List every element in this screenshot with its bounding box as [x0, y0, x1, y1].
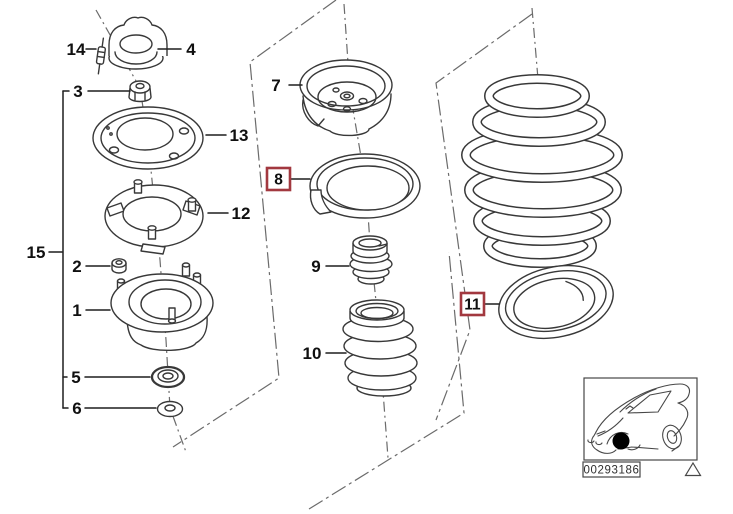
callout-8-highlight-box[interactable]	[265, 166, 292, 192]
callout-12[interactable]: 12	[232, 204, 251, 223]
callout-5[interactable]: 5	[71, 368, 80, 387]
part-code-label: 00293186	[582, 461, 641, 478]
callout-6[interactable]: 6	[72, 399, 81, 418]
part-7-upper-spring-cup[interactable]	[299, 59, 393, 137]
leader-lines	[48, 48, 500, 409]
callout-3[interactable]: 3	[73, 82, 82, 101]
callout-11[interactable]: 11	[464, 297, 481, 314]
callout-11-highlight-box[interactable]	[459, 291, 486, 317]
car-outline-drawing	[587, 383, 691, 454]
thumbnail-frame	[583, 377, 698, 461]
part-10-dust-boot[interactable]	[342, 299, 418, 397]
callout-14[interactable]: 14	[67, 40, 86, 59]
part-coil-spring[interactable]	[461, 74, 623, 268]
part-1-strut-mount[interactable]	[110, 262, 214, 352]
part-14-pin[interactable]	[95, 37, 107, 75]
part-8-spring-pad-upper[interactable]	[309, 153, 421, 219]
part-3-nut[interactable]	[128, 80, 152, 103]
panel-border-left-middle	[172, 0, 337, 448]
part-4-cap[interactable]	[108, 16, 168, 70]
part-code-box	[582, 461, 641, 478]
part-12-support-ring[interactable]	[104, 179, 204, 255]
callout-labels: 14 4 3 13 12 15 2 1 5 6 7 9 10	[27, 40, 322, 418]
callout-2[interactable]: 2	[72, 257, 81, 276]
panel-border-middle-bottom	[308, 251, 465, 510]
callout-8-highlighted[interactable]: 8	[265, 166, 292, 192]
callout-1[interactable]: 1	[72, 301, 81, 320]
position-marker-dot	[612, 432, 630, 450]
callout-15[interactable]: 15	[27, 243, 46, 262]
part-5-bearing-washer[interactable]	[150, 365, 186, 389]
panel-border-lines	[172, 0, 533, 510]
part-13-upper-plate[interactable]	[92, 106, 204, 170]
part-2-nut[interactable]	[111, 258, 127, 274]
callout-4[interactable]: 4	[186, 40, 196, 59]
part-9-bump-stop[interactable]	[349, 235, 393, 285]
callout-10[interactable]: 10	[303, 344, 322, 363]
callout-8[interactable]: 8	[274, 172, 283, 189]
callout-9[interactable]: 9	[311, 257, 320, 276]
part-6-washer[interactable]	[156, 400, 184, 418]
car-thumbnail: 00293186	[582, 377, 702, 478]
part-code-text: 00293186	[584, 465, 640, 477]
panel-border-right	[435, 13, 533, 421]
callout-7[interactable]: 7	[271, 76, 280, 95]
warning-triangle-icon	[684, 461, 702, 477]
callout-13[interactable]: 13	[230, 126, 249, 145]
callout-11-highlighted[interactable]: 11	[459, 291, 486, 317]
part-11-spring-pad-lower[interactable]	[492, 256, 620, 349]
